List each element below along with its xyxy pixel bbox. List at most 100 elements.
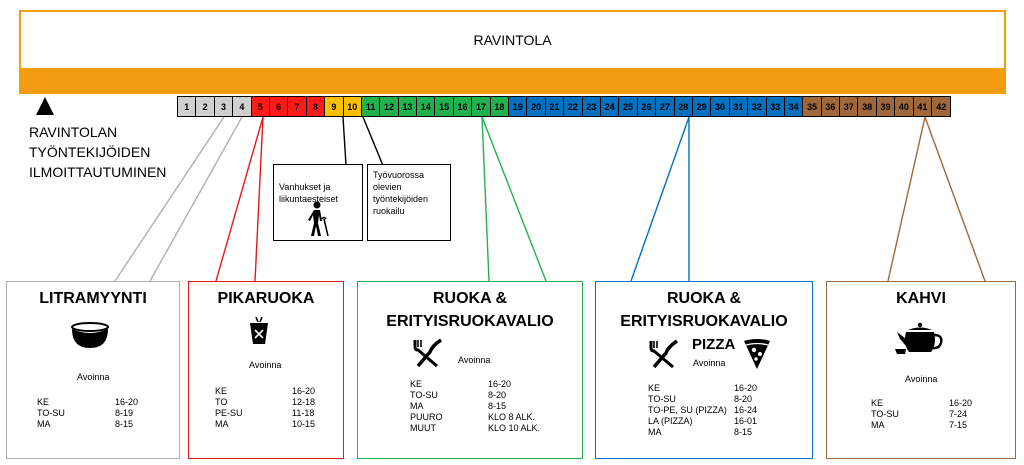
counter-cell: 4 <box>233 97 252 116</box>
callout-elderly: Vanhukset ja liikuntaesteiset <box>273 164 363 241</box>
hours-day: KE <box>37 397 50 407</box>
hours-time: 16-20 <box>949 398 973 408</box>
counter-cell: 5 <box>251 97 270 116</box>
hours-time: KLO 10 ALK. <box>488 423 541 433</box>
box-title-line1: RUOKA & <box>432 290 508 307</box>
orange-bar <box>19 70 1006 94</box>
counter-cell: 37 <box>840 97 859 116</box>
counter-cell: 3 <box>214 97 234 116</box>
counter-cell: 17 <box>472 97 491 116</box>
counter-cell: 41 <box>913 97 933 116</box>
callout-staff: Työvuorossa olevien työntekijöiden ruoka… <box>367 164 451 241</box>
hours-row: LA (PIZZA) 16-01 <box>648 416 757 427</box>
counter-cell: 21 <box>545 97 565 116</box>
hours-time: 16-20 <box>292 386 316 396</box>
counter-cell: 24 <box>600 97 620 116</box>
pizza-slice-icon <box>744 339 770 369</box>
counter-cell: 14 <box>417 97 436 116</box>
box-title-line1: RUOKA & <box>666 290 742 307</box>
hours-time: 8-15 <box>488 401 507 411</box>
hours-time: 7-24 <box>949 409 968 419</box>
counter-cell: 19 <box>509 97 528 116</box>
connector-elderly <box>336 116 347 166</box>
counter-cell: 7 <box>288 97 307 116</box>
callout-staff-text: Työvuorossa olevien työntekijöiden ruoka… <box>373 170 429 216</box>
hours-row: PUURO KLO 8 ALK. <box>410 412 540 423</box>
connector-ruoka1-1 <box>481 116 490 282</box>
counter-cell: 32 <box>748 97 767 116</box>
hours-time: 11-18 <box>292 408 315 418</box>
counter-cell: 10 <box>343 97 362 116</box>
hours-day: MA <box>410 401 424 411</box>
hours-day: MA <box>215 419 229 429</box>
counter-cell: 22 <box>564 97 583 116</box>
counter-cell: 16 <box>453 97 473 116</box>
hours-time: 8-15 <box>115 419 134 429</box>
hours-day: TO-PE, SU (PIZZA) <box>648 405 727 415</box>
counter-cell: 39 <box>876 97 896 116</box>
hours-day: TO-SU <box>871 409 899 419</box>
counter-cell: 1 <box>178 97 197 116</box>
hours-day: KE <box>215 386 228 396</box>
counter-cell: 20 <box>527 97 546 116</box>
hours-time: 8-19 <box>115 408 134 418</box>
soup-bowl-icon <box>71 322 109 348</box>
hours-time: KLO 8 ALK. <box>488 412 536 422</box>
connector-litra-1 <box>114 116 225 282</box>
hours-day: KE <box>410 379 423 389</box>
takeout-box-icon <box>250 316 268 344</box>
counter-cell: 11 <box>361 97 381 116</box>
pizza-label: PIZZA <box>692 336 736 353</box>
hours-row: PE-SU 11-18 <box>215 408 315 419</box>
counter-cell: 34 <box>784 97 804 116</box>
hours-day: TO-SU <box>410 390 438 400</box>
hours-row: MA 8-15 <box>410 401 540 412</box>
hours-time: 16-20 <box>734 383 758 393</box>
counter-cell: 13 <box>398 97 418 116</box>
hours-time: 12-18 <box>292 397 316 407</box>
box-title-line2: ERITYISRUOKAVALIO <box>386 313 554 330</box>
hours-day: KE <box>871 398 884 408</box>
counter-cell: 26 <box>637 97 657 116</box>
hours-day: MA <box>37 419 51 429</box>
counter-cell: 23 <box>582 97 601 116</box>
hours-day: TO-SU <box>37 408 65 418</box>
connector-pika-1 <box>215 116 264 282</box>
elderly-person-icon <box>308 201 329 237</box>
hours-day: MA <box>648 427 662 437</box>
counter-cell: 33 <box>766 97 785 116</box>
fork-knife-icon <box>413 338 442 368</box>
staff-registration-label: RAVINTOLAN TYÖNTEKIJÖIDEN ILMOITTAUTUMIN… <box>29 124 167 180</box>
counter-cell: 40 <box>895 97 914 116</box>
open-label: Avoinna <box>77 372 110 382</box>
counter-cell: 35 <box>803 97 822 116</box>
restaurant-banner: RAVINTOLA <box>19 10 1006 70</box>
hours-day: PE-SU <box>215 408 243 418</box>
hours-row: TO-PE, SU (PIZZA)16-24 <box>648 405 757 416</box>
triangle-marker-icon <box>36 97 54 115</box>
hours-row: KE 16-20 <box>215 386 315 397</box>
hours-time: 16-01 <box>734 416 758 426</box>
counter-cell: 27 <box>656 97 675 116</box>
hours-time: 7-15 <box>949 420 968 430</box>
open-label: Avoinna <box>249 360 282 370</box>
hours-day: PUURO <box>410 412 443 422</box>
connector-staff <box>362 116 386 169</box>
hours-row: TO-SU 7-24 <box>871 409 972 420</box>
box-title-line2: ERITYISRUOKAVALIO <box>620 313 788 330</box>
connector-kahvi-2 <box>924 116 986 282</box>
banner-label: RAVINTOLA <box>473 32 552 48</box>
hours-day: LA (PIZZA) <box>648 416 693 426</box>
